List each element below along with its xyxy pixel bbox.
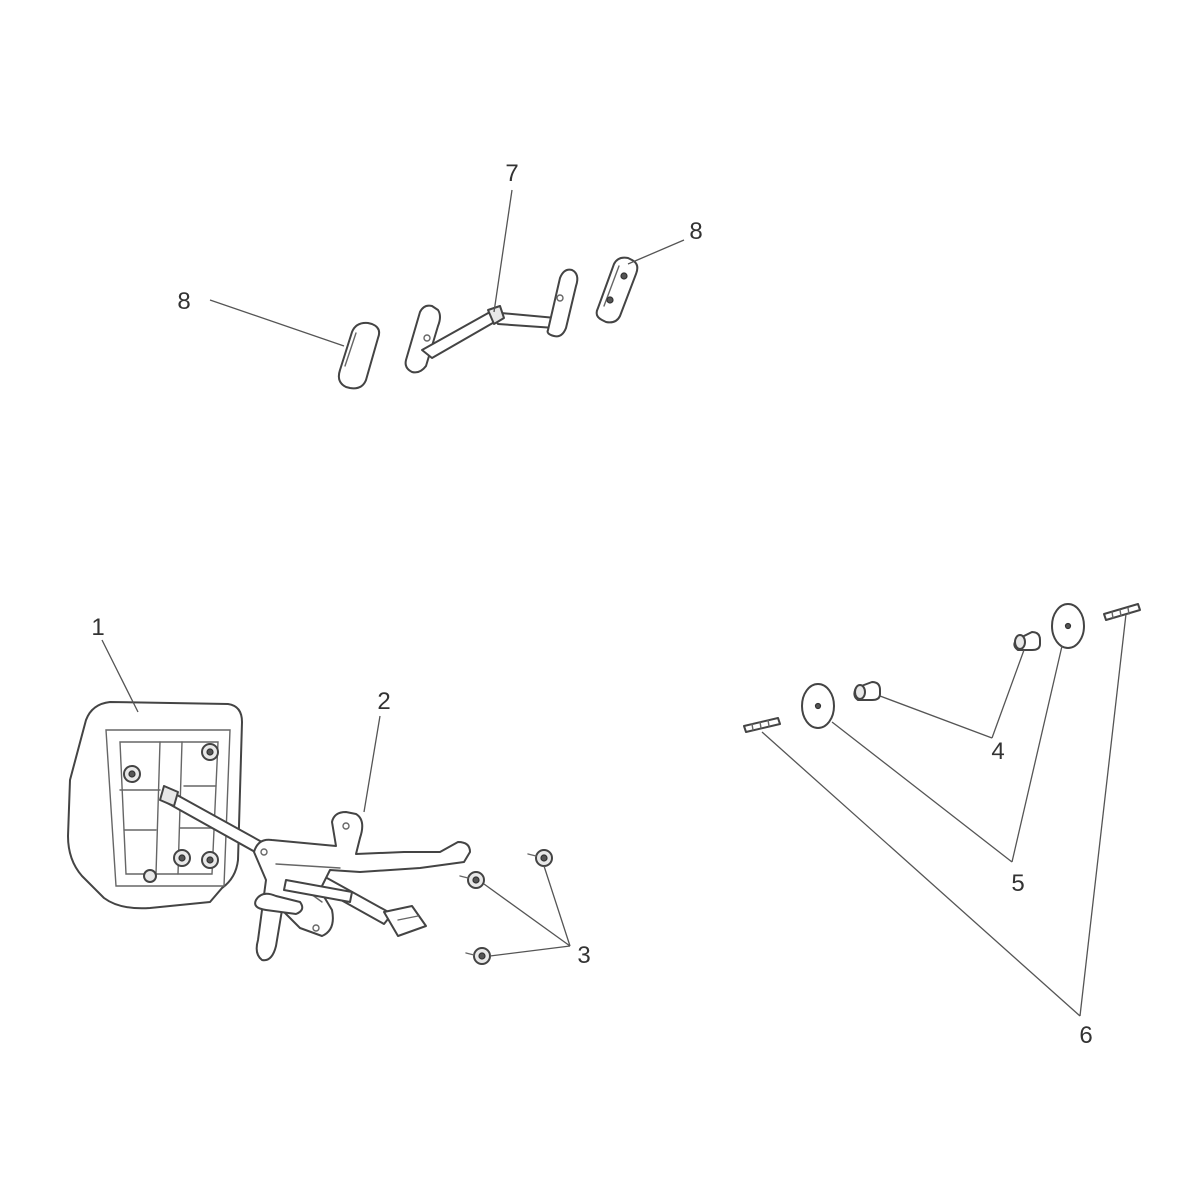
part-5-washer-right bbox=[1051, 603, 1085, 649]
leader-3a bbox=[543, 865, 571, 947]
leader-5b bbox=[1011, 645, 1063, 863]
part-3-screws bbox=[459, 849, 553, 965]
part-4-spacer-left bbox=[853, 681, 881, 701]
screw-middle bbox=[459, 871, 485, 889]
leader-3c bbox=[489, 945, 571, 957]
part-8-right-pad bbox=[595, 256, 639, 324]
part-8-left-pad bbox=[337, 321, 381, 390]
part-7-bracket bbox=[404, 268, 579, 374]
leader-4b bbox=[991, 649, 1025, 739]
leader-6a bbox=[761, 731, 1081, 1017]
callout-8-right: 8 bbox=[689, 218, 703, 245]
leader-7 bbox=[493, 189, 513, 313]
part-2-bracket bbox=[159, 785, 471, 962]
callout-7: 7 bbox=[505, 160, 519, 187]
leader-3b bbox=[483, 883, 571, 947]
leader-8-left bbox=[209, 299, 345, 347]
screw-bottom bbox=[465, 947, 491, 965]
leader-2 bbox=[363, 715, 381, 813]
leader-4a bbox=[879, 695, 993, 739]
part-4-spacer-right bbox=[1013, 631, 1041, 651]
callout-4: 4 bbox=[991, 738, 1005, 765]
part-6-stud-right bbox=[1103, 603, 1141, 621]
leader-1 bbox=[101, 639, 139, 713]
leader-6b bbox=[1079, 613, 1127, 1017]
callout-3: 3 bbox=[577, 942, 591, 969]
callout-5: 5 bbox=[1011, 870, 1025, 897]
callout-2: 2 bbox=[377, 688, 391, 715]
callout-6: 6 bbox=[1079, 1022, 1093, 1049]
leader-8-right bbox=[627, 239, 685, 265]
screw-top bbox=[527, 849, 553, 867]
part-1-housing bbox=[67, 701, 243, 910]
leader-5a bbox=[831, 721, 1013, 863]
part-5-washer-left bbox=[801, 683, 835, 729]
part-6-stud-left bbox=[743, 717, 781, 733]
callout-8-left: 8 bbox=[177, 288, 191, 315]
callout-1: 1 bbox=[91, 614, 105, 641]
